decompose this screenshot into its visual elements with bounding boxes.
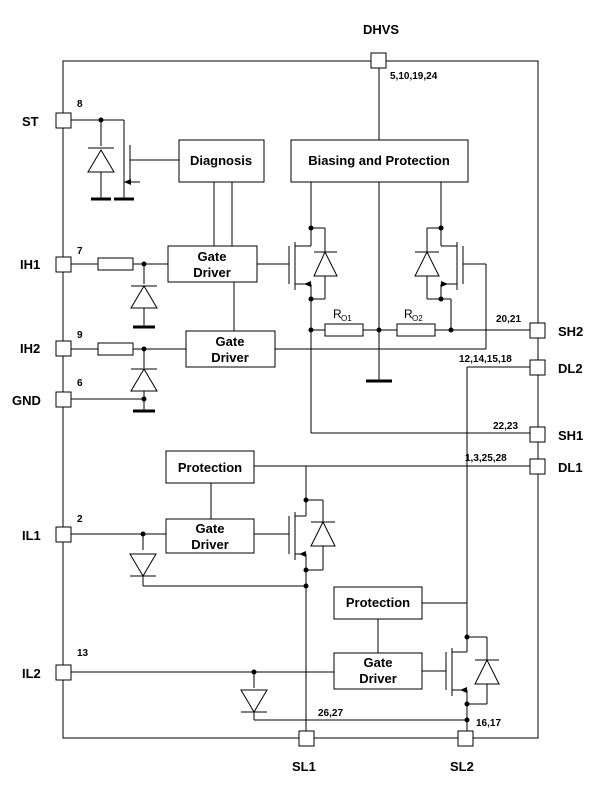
pin-gnd-label: GND xyxy=(12,393,41,408)
pin-ih2-terminal xyxy=(55,340,72,357)
pin-dl2-label: DL2 xyxy=(558,361,583,376)
pin-sh1-number: 22,23 xyxy=(493,421,518,432)
pin-dl1-number: 1,3,25,28 xyxy=(465,453,507,464)
resistor-ro2 xyxy=(396,323,436,337)
pin-dl2-number: 12,14,15,18 xyxy=(459,354,512,365)
svg-text:O1: O1 xyxy=(341,314,352,323)
pin-il1-terminal xyxy=(55,526,72,543)
pin-dl1-terminal xyxy=(529,458,546,475)
pin-sh2-number: 20,21 xyxy=(496,314,521,325)
pin-ih1-terminal xyxy=(55,256,72,273)
svg-text:Driver: Driver xyxy=(211,350,249,365)
pin-st-label: ST xyxy=(22,114,39,129)
il2-zener-diode xyxy=(240,689,268,713)
pin-dhvs-label: DHVS xyxy=(363,22,399,37)
pin-il1-label: IL1 xyxy=(22,528,41,543)
svg-text:Driver: Driver xyxy=(193,265,231,280)
biasing-protection-block xyxy=(290,139,469,183)
pin-dl2-terminal xyxy=(529,359,546,376)
svg-text:Driver: Driver xyxy=(191,537,229,552)
svg-text:O2: O2 xyxy=(412,314,423,323)
low-side-mosfet-2 xyxy=(445,636,500,705)
pin-sl2-number: 16,17 xyxy=(476,718,501,729)
ih2-zener-diode xyxy=(130,368,158,392)
pin-il2-number: 13 xyxy=(77,648,89,659)
pin-sh2-terminal xyxy=(529,322,546,339)
pin-ih1-number: 7 xyxy=(77,246,83,257)
pin-gnd-number: 6 xyxy=(77,378,83,389)
svg-text:Gate: Gate xyxy=(364,655,393,670)
pin-sh1-label: SH1 xyxy=(558,428,583,443)
pin-sl2-label: SL2 xyxy=(450,759,474,774)
pin-sh1-terminal xyxy=(529,426,546,443)
pin-dl1-label: DL1 xyxy=(558,460,583,475)
protection-block-1 xyxy=(165,450,255,484)
pin-sl2-terminal xyxy=(457,730,474,747)
pin-ih2-label: IH2 xyxy=(20,341,40,356)
pin-st-terminal xyxy=(55,112,72,129)
diagnosis-block xyxy=(178,139,265,183)
pin-ih2-number: 9 xyxy=(77,330,83,341)
high-side-mosfet-2 xyxy=(414,227,464,300)
low-side-mosfet-1 xyxy=(288,499,336,571)
pin-sl1-terminal xyxy=(298,730,315,747)
pin-gnd-terminal xyxy=(55,391,72,408)
pin-st-number: 8 xyxy=(77,99,83,110)
pin-sl1-label: SL1 xyxy=(292,759,316,774)
pin-il2-terminal xyxy=(55,664,72,681)
resistor-ih1 xyxy=(97,257,134,271)
il1-zener-diode xyxy=(129,553,157,577)
pin-il1-number: 2 xyxy=(77,514,83,525)
svg-text:Gate: Gate xyxy=(198,249,227,264)
pin-il2-label: IL2 xyxy=(22,666,41,681)
resistor-ih2 xyxy=(97,342,134,356)
ih1-zener-diode xyxy=(130,285,158,309)
svg-text:Driver: Driver xyxy=(359,671,397,686)
resistor-ro1-label: R xyxy=(333,307,342,321)
protection-label-1: Protection xyxy=(178,460,242,475)
pin-ih1-label: IH1 xyxy=(20,257,40,272)
pin-sl1-number: 26,27 xyxy=(318,708,343,719)
resistor-ro1 xyxy=(324,323,364,337)
pin-sh2-label: SH2 xyxy=(558,324,583,339)
diagnosis-label: Diagnosis xyxy=(190,153,252,168)
resistor-ro2-label: R xyxy=(404,307,413,321)
gate-driver-il1 xyxy=(165,518,255,554)
gate-driver-ih2 xyxy=(185,330,276,368)
protection-label-2: Protection xyxy=(346,595,410,610)
pin-dhvs-number: 5,10,19,24 xyxy=(390,71,438,82)
svg-text:Gate: Gate xyxy=(196,521,225,536)
pin-dhvs-terminal xyxy=(370,52,387,69)
svg-text:Gate: Gate xyxy=(216,334,245,349)
high-side-mosfet-1 xyxy=(288,227,338,300)
st-zener-diode xyxy=(87,147,115,173)
biasing-protection-label: Biasing and Protection xyxy=(308,153,450,168)
